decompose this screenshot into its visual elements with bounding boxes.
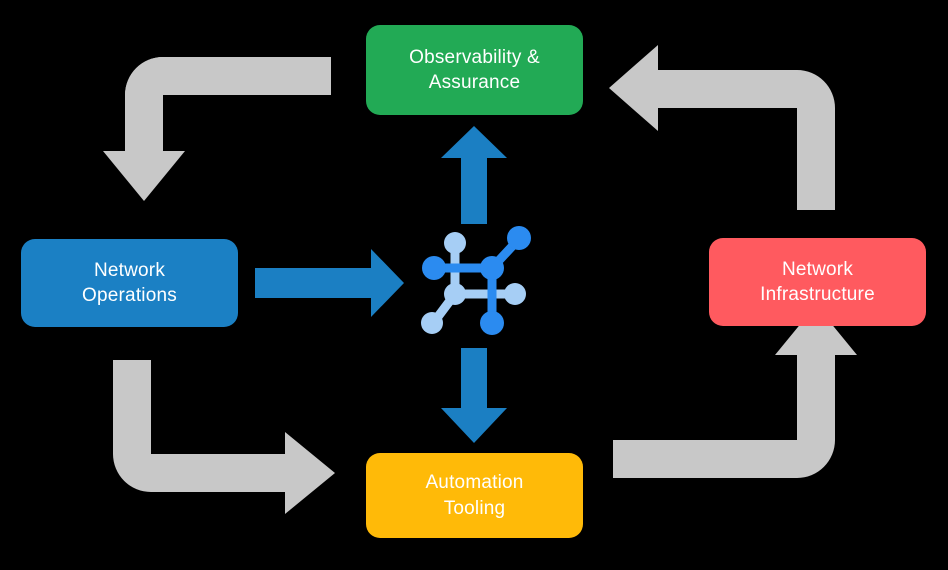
blue-arrow-center-to-observability (441, 126, 507, 224)
gray-arrow-observability-to-operations (103, 57, 331, 201)
blue-arrow-center-to-automation (441, 348, 507, 443)
gray-arrow-operations-to-automation (113, 360, 335, 514)
gray-arrow-infrastructure-to-observability (609, 45, 835, 210)
box-observability-assurance[interactable]: Observability & Assurance (366, 25, 583, 115)
gray-arrow-automation-to-infrastructure (613, 305, 857, 478)
blue-arrow-operations-to-center (255, 249, 404, 317)
network-topology-icon (421, 226, 531, 335)
box-network-infrastructure[interactable]: Network Infrastructure (709, 238, 926, 326)
box-automation-tooling[interactable]: Automation Tooling (366, 453, 583, 538)
box-network-operations[interactable]: Network Operations (21, 239, 238, 327)
